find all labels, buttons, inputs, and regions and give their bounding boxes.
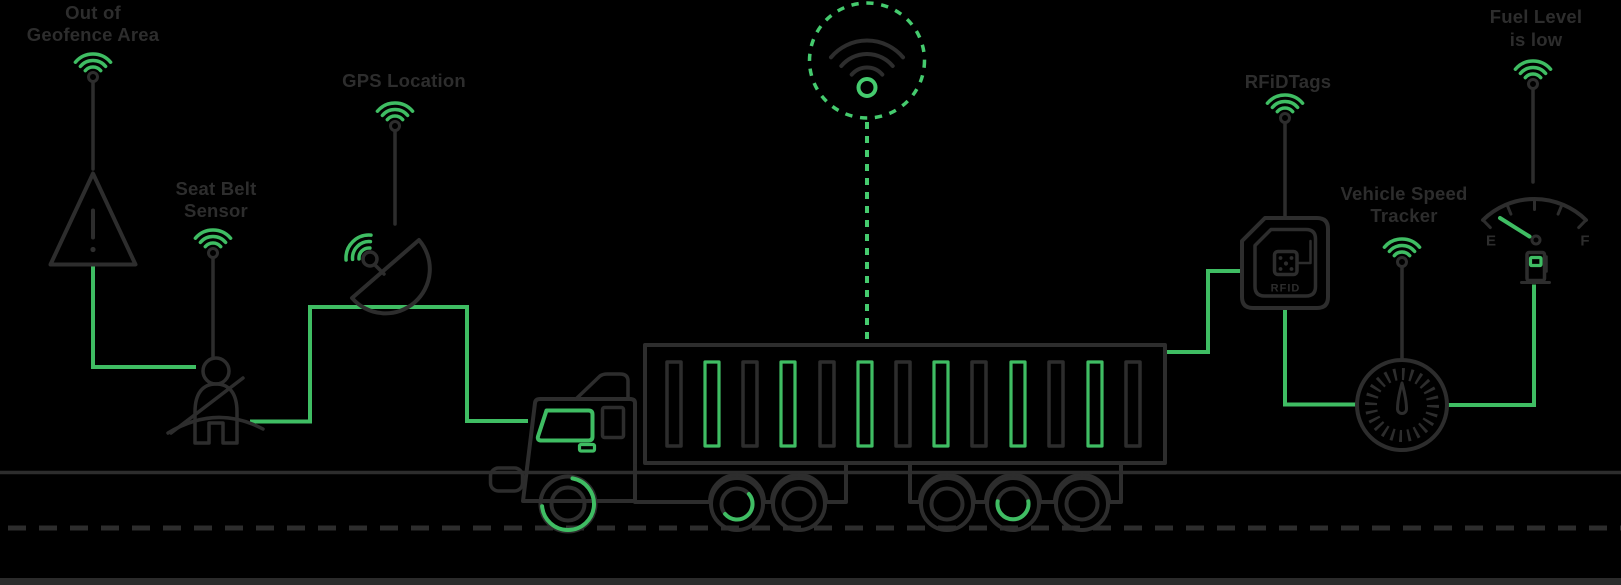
fuel-pump-icon	[1520, 250, 1551, 284]
fuel-needle	[1498, 216, 1532, 239]
trailer-slat	[894, 360, 912, 448]
front-wheel-green-arc	[540, 476, 596, 532]
trailer-slat-green	[703, 360, 721, 448]
fuel-gauge-ticks	[1481, 197, 1588, 230]
trailer-slat	[741, 360, 759, 448]
gps-label: GPS Location	[342, 70, 466, 91]
connector-trailer-rfid	[1165, 269, 1241, 354]
wifi-signal-icon	[1515, 61, 1550, 88]
seatbelt-label-line1: Seat Belt	[176, 178, 257, 199]
fuel-full-label: F	[1580, 233, 1589, 250]
fuel-label-line2: is low	[1510, 29, 1563, 50]
speed-tracker-group: Vehicle Speed Tracker	[1340, 183, 1467, 452]
dish-signal-arcs	[338, 227, 379, 268]
speed-label-line2: Tracker	[1370, 205, 1437, 226]
drive-wheel	[771, 476, 827, 532]
truck-chassis-fender	[633, 462, 848, 504]
connectors	[91, 264, 1536, 424]
beacon-dashed-circle	[807, 1, 927, 120]
trailer-wheel	[919, 476, 975, 532]
trailer-bogie	[908, 461, 1123, 504]
warning-triangle-icon	[48, 171, 138, 267]
ground	[0, 470, 1621, 585]
connector-geofence-seatbelt	[91, 264, 196, 369]
connector-seatbelt-truck	[250, 305, 528, 424]
speedometer-icon	[1355, 358, 1449, 452]
rfid-tag-icon: RFID	[1240, 216, 1330, 310]
beacon-wifi-arcs	[829, 38, 905, 77]
gps-location-group: GPS Location	[338, 70, 466, 316]
trailer-wheel	[1054, 476, 1110, 532]
rfid-chip-trace	[1295, 239, 1312, 265]
ground-bar	[0, 578, 1621, 585]
rfid-tags-group: RFiDTags RFID	[1240, 71, 1332, 310]
drive-wheel	[709, 476, 765, 532]
speed-label-line1: Vehicle Speed	[1340, 183, 1467, 204]
trailer-slat	[818, 360, 836, 448]
fuel-gauge-icon: E F	[1481, 196, 1590, 284]
trailer-slat-green	[1086, 360, 1104, 448]
rfid-chip-label: RFID	[1271, 283, 1301, 295]
fuel-needle-pivot	[1530, 234, 1542, 246]
rfid-label: RFiDTags	[1245, 71, 1332, 92]
trailer-slat	[970, 360, 988, 448]
beacon-dot	[856, 77, 878, 98]
connector-fuel-speedometer	[1448, 284, 1536, 407]
geofence-label-line1: Out of	[65, 2, 121, 23]
fuel-label-line1: Fuel Level	[1490, 6, 1582, 27]
seatbelt-sensor-group: Seat Belt Sensor	[166, 178, 265, 445]
truck-roof-deflector	[575, 372, 630, 400]
speedometer-needle	[1396, 381, 1408, 415]
trailer-wheel	[985, 476, 1041, 532]
truck	[488, 343, 1167, 534]
truck-side-window	[600, 405, 626, 440]
geofence-alert-group: Out of Geofence Area	[27, 2, 160, 267]
trailer-slat-green	[779, 360, 797, 448]
truck-windshield	[535, 408, 595, 443]
speedometer-ticks	[1365, 368, 1439, 442]
wifi-signal-icon	[195, 230, 230, 257]
trailer-wheel-green-arc	[995, 499, 1031, 522]
wifi-signal-icon	[75, 54, 110, 81]
satellite-dish-icon	[338, 227, 432, 316]
seatbelt-person-icon	[166, 356, 265, 445]
truck-trailer	[643, 343, 1167, 465]
fuel-empty-label: E	[1486, 233, 1496, 250]
trailer-slat-green	[932, 360, 950, 448]
wifi-signal-icon	[1267, 95, 1302, 122]
wifi-signal-icon	[1384, 239, 1419, 266]
wifi-beacon-group	[807, 1, 927, 341]
truck-door-handle	[577, 442, 597, 453]
trailer-slat	[665, 360, 683, 448]
drive-wheel-green-arc	[723, 492, 755, 522]
trailer-slat	[1047, 360, 1065, 448]
wifi-signal-icon	[377, 103, 412, 130]
trailer-slat	[1124, 360, 1142, 448]
truck-wheels	[538, 474, 1110, 534]
truck-cab	[488, 372, 637, 503]
connector-rfid-speedometer	[1283, 308, 1356, 407]
geofence-label-line2: Geofence Area	[27, 24, 160, 45]
trailer-slat-green	[1009, 360, 1027, 448]
seatbelt-label-line2: Sensor	[184, 200, 248, 221]
truck-front-bumper	[488, 466, 525, 493]
trailer-slat-green	[856, 360, 874, 448]
fuel-level-group: Fuel Level is low E F	[1481, 6, 1590, 284]
